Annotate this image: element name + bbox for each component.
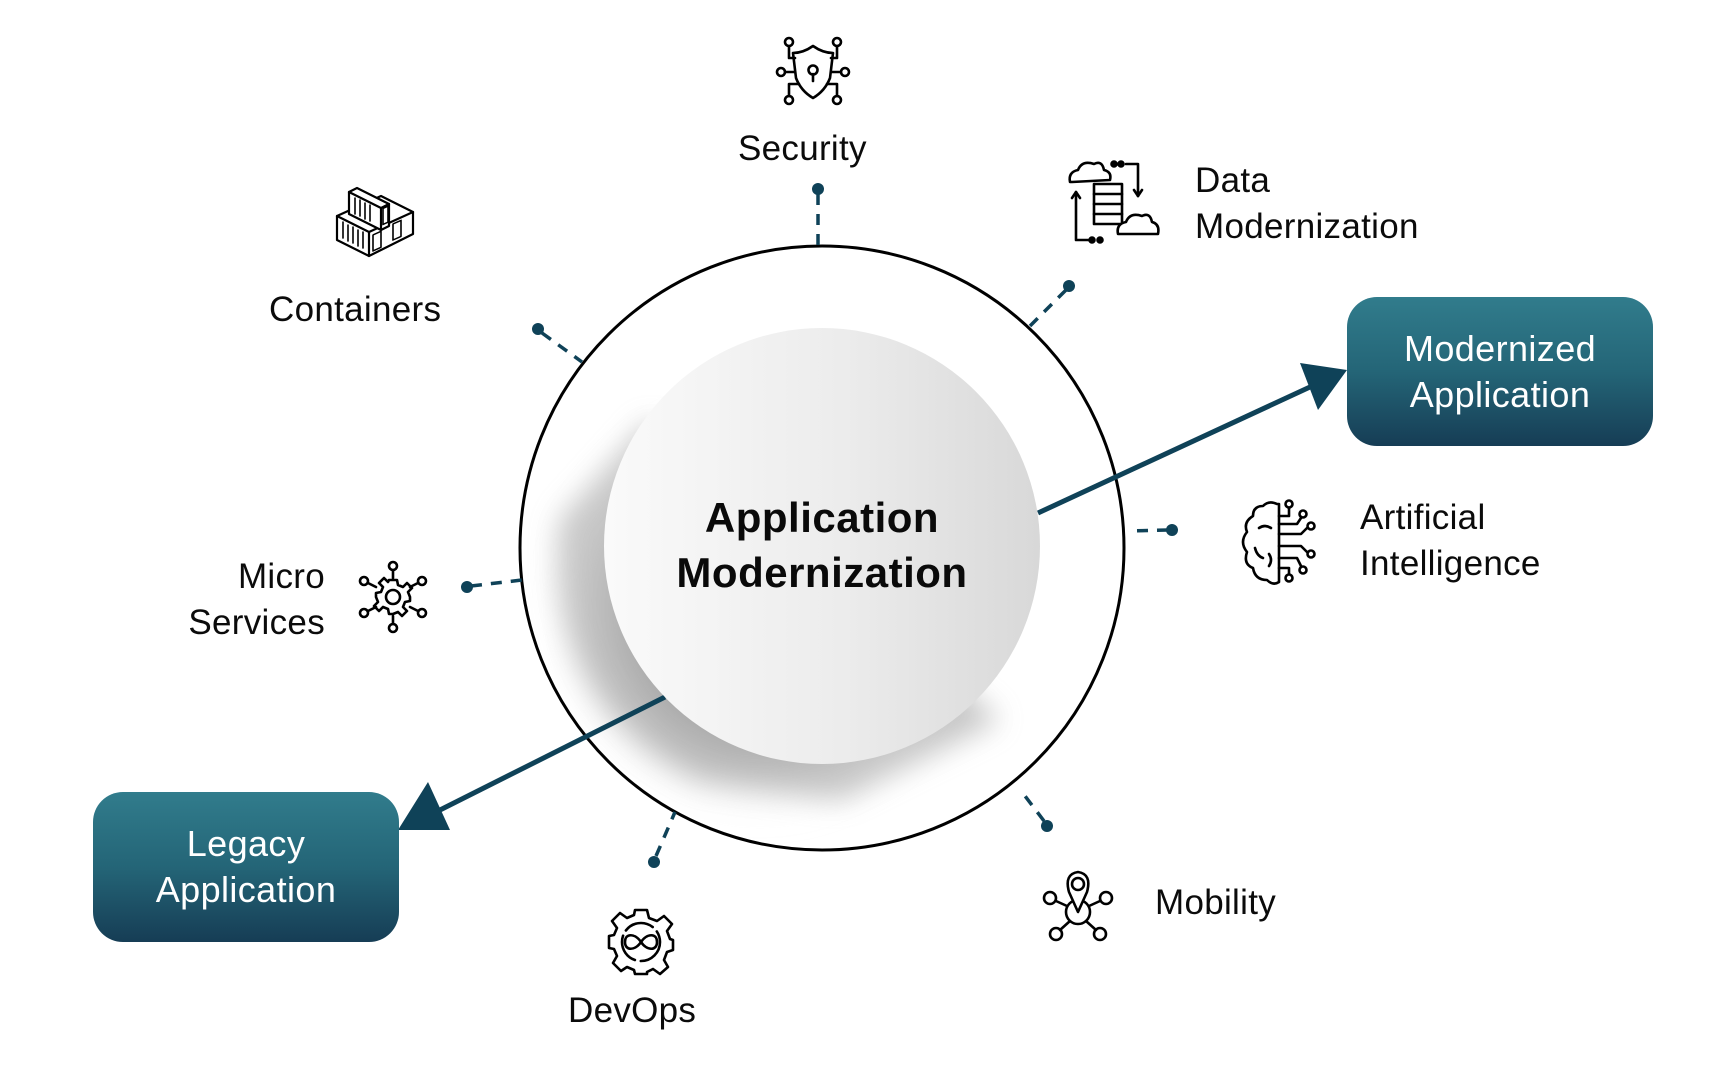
dot-ai xyxy=(1166,524,1178,536)
modernized-box-line2: Application xyxy=(1409,373,1591,415)
legacy-box-line1: Legacy xyxy=(186,823,306,864)
data-modernization-line2: Modernization xyxy=(1195,207,1419,246)
arrow-to-legacy xyxy=(434,694,667,815)
dot-containers xyxy=(532,323,544,335)
connector-data xyxy=(1028,288,1068,328)
connector-ai xyxy=(1127,528,1169,533)
connector-mobility xyxy=(1023,794,1046,823)
gear-infinity-icon xyxy=(607,908,675,976)
shield-circuit-icon xyxy=(775,36,851,106)
center-disc xyxy=(604,328,1040,764)
ai-line2: Intelligence xyxy=(1360,544,1541,583)
server-cloud-sync-icon xyxy=(1068,160,1160,244)
dot-data xyxy=(1063,280,1075,292)
center-title-line1: Application xyxy=(704,494,940,541)
connector-micro xyxy=(470,578,523,588)
dot-devops xyxy=(648,856,660,868)
micro-services-line2: Services xyxy=(188,603,325,642)
label-security: Security xyxy=(738,126,867,172)
data-modernization-line1: Data xyxy=(1195,161,1271,200)
dot-micro xyxy=(461,581,473,593)
containers-text: Containers xyxy=(269,290,442,329)
micro-services-line1: Micro xyxy=(237,557,325,596)
connector-devops xyxy=(654,811,677,857)
legacy-application-box: Legacy Application xyxy=(93,792,399,942)
label-mobility: Mobility xyxy=(1155,880,1276,926)
devops-text: DevOps xyxy=(568,991,697,1030)
brain-circuit-icon xyxy=(1241,499,1316,585)
security-text: Security xyxy=(738,129,867,168)
modernized-box-line1: Modernized xyxy=(1403,327,1597,369)
connector-containers xyxy=(540,331,584,364)
label-artificial-intelligence: Artificial Intelligence xyxy=(1360,495,1541,587)
arrow-to-modernized xyxy=(1036,384,1312,516)
gear-network-icon xyxy=(358,560,428,634)
location-network-icon xyxy=(1042,870,1114,942)
arrowhead-modernized xyxy=(1300,363,1347,410)
label-containers: Containers xyxy=(269,287,441,333)
label-data-modernization: Data Modernization xyxy=(1195,158,1419,250)
dot-mobility xyxy=(1041,820,1053,832)
modernized-application-box: Modernized Application xyxy=(1347,297,1653,446)
arrowhead-legacy xyxy=(398,782,450,830)
ai-line1: Artificial xyxy=(1360,498,1486,537)
label-micro-services: Micro Services xyxy=(125,554,325,646)
center-title-line2: Modernization xyxy=(676,549,968,596)
dot-security xyxy=(812,183,824,195)
label-devops: DevOps xyxy=(568,988,696,1034)
stacked-containers-icon xyxy=(335,186,415,258)
mobility-text: Mobility xyxy=(1155,883,1277,922)
center-title: Application Modernization xyxy=(604,490,1040,600)
legacy-box-line2: Application xyxy=(155,869,337,910)
